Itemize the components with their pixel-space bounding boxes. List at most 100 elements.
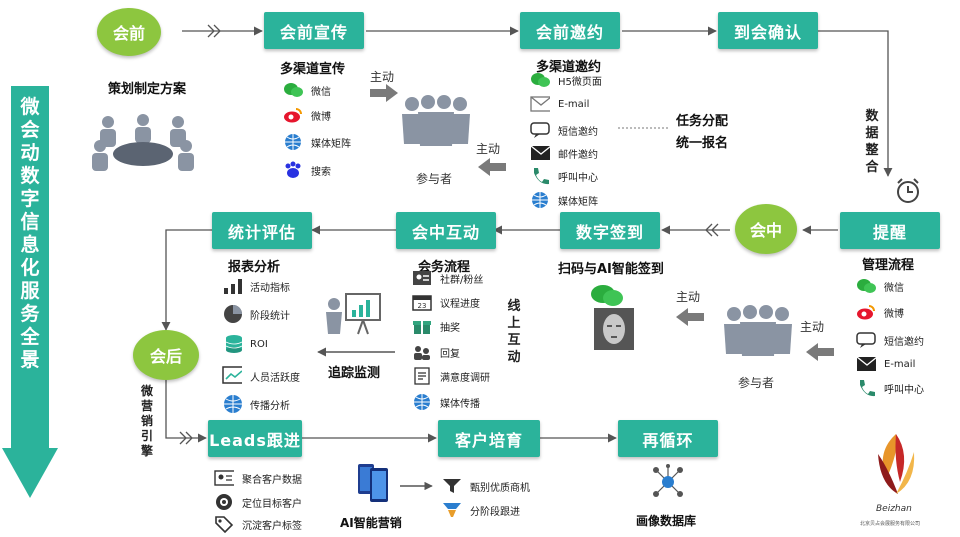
svg-text:23: 23: [418, 302, 427, 310]
vertical-char: 化: [20, 257, 40, 279]
promo-item: 微博: [283, 107, 331, 123]
gray-arrow-right-icon: [370, 84, 398, 102]
nurture-item: 分阶段跟进: [442, 502, 520, 518]
globe-icon: [222, 395, 242, 413]
vertical-char: 信: [20, 211, 40, 233]
vertical-char: 数: [20, 165, 40, 187]
node-mid: 会中: [735, 204, 797, 254]
filter-icon: [442, 478, 462, 494]
participant-label-1: 参与者: [416, 172, 453, 186]
active-label-4: 主动: [676, 290, 701, 304]
affairs-item: 回复: [412, 344, 460, 360]
vertical-char: 服: [20, 280, 40, 302]
affairs-item: 满意度调研: [412, 367, 490, 385]
vertical-char: 销: [140, 414, 153, 428]
invite-title: 多渠道邀约: [536, 60, 602, 75]
people-icon: [402, 95, 470, 146]
node-interact: 会中互动: [396, 212, 496, 249]
vertical-char: 数: [865, 109, 879, 124]
node-confirm: 到会确认: [718, 12, 818, 49]
vertical-char: 擎: [140, 444, 153, 458]
node-pre: 会前: [97, 8, 161, 56]
report-item: 阶段统计: [222, 305, 290, 323]
mgmt-title: 管理流程: [862, 258, 915, 273]
vertical-char: 引: [140, 429, 153, 443]
active-label-3: 主动: [800, 320, 825, 334]
vertical-char: 整: [865, 143, 879, 158]
node-invite: 会前邀约: [520, 12, 620, 49]
vertical-char: 微: [140, 384, 153, 398]
mgmt-item: 短信邀约: [856, 332, 924, 348]
invite-item: E-mail: [530, 96, 589, 112]
leads-item: 定位目标客户: [214, 494, 302, 510]
mgmt-item: E-mail: [856, 356, 915, 372]
vertical-char: 动: [20, 142, 40, 164]
gift-icon: [412, 318, 432, 334]
globe-icon: [412, 394, 432, 410]
company-logo-icon: [878, 434, 915, 494]
alarm-clock-icon: [897, 178, 919, 203]
meeting-icon: [92, 114, 194, 171]
email-icon: [530, 96, 550, 112]
vertical-char: 动: [507, 350, 521, 365]
coins-icon: [222, 335, 242, 353]
vertical-char: 全: [20, 326, 40, 348]
portrait-label: 画像数据库: [636, 514, 697, 528]
invite-item: H5微页面: [530, 72, 602, 88]
participant-label-2: 参与者: [738, 376, 775, 390]
phone-device-icon: [358, 464, 388, 502]
logo-name: Beizhan: [876, 504, 912, 514]
invite-item: 媒体矩阵: [530, 192, 598, 208]
scan-title: 扫码与AI智能签到: [558, 262, 664, 277]
tag-icon: [214, 516, 234, 533]
locate-target-icon: [214, 494, 234, 510]
gray-arrow-left-icon: [478, 158, 506, 176]
wechat-icon: [530, 72, 550, 88]
vertical-char: 互: [507, 333, 521, 348]
banner-text: 微会动数字信息化服务全景: [16, 96, 44, 372]
wechat-icon: [591, 285, 623, 306]
active-label-1: 主动: [370, 70, 395, 84]
vertical-char: 会: [20, 119, 40, 141]
community-icon: [412, 270, 432, 286]
engine-label: 微营销引擎: [139, 384, 155, 459]
track-label: 追踪监测: [328, 366, 381, 381]
nurture-item: 甄别优质商机: [442, 478, 530, 494]
node-nurture: 客户培育: [438, 420, 540, 457]
report-title: 报表分析: [228, 260, 281, 275]
report-item: 活动指标: [222, 278, 290, 294]
pie-chart-icon: [222, 305, 242, 323]
mail-icon: [856, 356, 876, 372]
monitor-trend-icon: [222, 366, 242, 384]
active-label-2: 主动: [476, 142, 501, 156]
gray-arrow-left-icon: [806, 343, 834, 361]
promo-title: 多渠道宣传: [280, 62, 346, 77]
vertical-char: 合: [865, 160, 879, 175]
promo-item: 媒体矩阵: [283, 134, 351, 150]
survey-icon: [412, 367, 432, 385]
company-name: 北京贝占会展服务有限公司: [860, 521, 921, 527]
data-merge-label: 数据整合: [864, 108, 880, 176]
vertical-char: 上: [507, 316, 521, 331]
globe-icon: [283, 134, 303, 150]
task-label-2: 统一报名: [676, 136, 729, 151]
weibo-icon: [283, 107, 303, 123]
gray-arrow-left-icon: [676, 308, 704, 326]
vertical-char: 字: [20, 188, 40, 210]
presentation-board-icon: [326, 293, 381, 335]
sms-icon: [856, 332, 876, 348]
globe-icon: [530, 192, 550, 208]
report-item: 传播分析: [222, 395, 290, 413]
calendar-icon: 23: [412, 294, 432, 311]
reply-users-icon: [412, 344, 432, 360]
promo-item: 微信: [283, 82, 331, 98]
phone-icon: [530, 168, 550, 185]
report-item: 人员活跃度: [222, 366, 300, 384]
people-icon: [724, 305, 792, 356]
report-item: ROI: [222, 335, 268, 353]
sms-icon: [530, 122, 550, 138]
affairs-item: 媒体传播: [412, 394, 480, 410]
leads-item: 聚合客户数据: [214, 470, 302, 486]
node-promo: 会前宣传: [264, 12, 364, 49]
